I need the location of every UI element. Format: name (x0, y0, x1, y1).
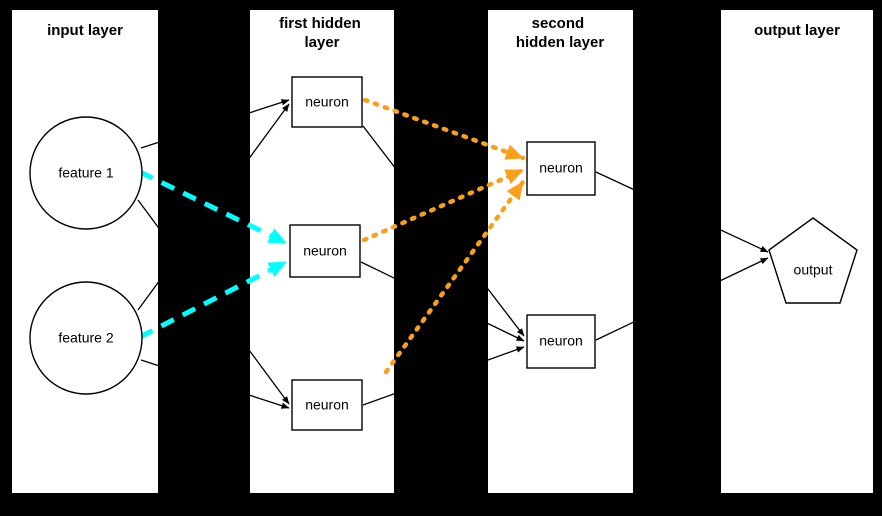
title-second-hidden-layer-line2: hidden layer (516, 34, 605, 51)
hidden1-neuron-bottom-label: neuron (305, 397, 349, 413)
title-first-hidden-layer-line2: layer (304, 34, 339, 51)
edge-highlight-feature2-to-hidden1-middle (138, 259, 288, 340)
edge-highlight-hidden1-middle-to-hidden2-top (361, 167, 526, 243)
edge-hidden1-middle-to-hidden2-bottom (360, 261, 525, 342)
edge-hidden1-bottom-to-hidden2-bottom (362, 346, 525, 406)
title-first-hidden-layer: first hidden layer (279, 15, 365, 51)
node-feature-2[interactable]: feature 2 (29, 281, 143, 395)
output-label: output (794, 262, 833, 278)
hidden2-neuron-bottom-box[interactable] (526, 314, 596, 369)
title-first-hidden-layer-line1: first hidden (279, 15, 361, 32)
node-hidden1-neuron-top[interactable]: neuron (291, 76, 363, 128)
output-pentagon[interactable] (768, 217, 858, 304)
panel-input-layer (12, 10, 158, 493)
plain-edges (137, 99, 769, 409)
feature-2-circle[interactable] (29, 281, 143, 395)
hidden1-neuron-top-label: neuron (305, 94, 349, 110)
node-hidden1-neuron-middle[interactable]: neuron (289, 224, 361, 278)
edge-feature2-to-hidden1-bottom (140, 359, 290, 409)
orange-highlight-edges (361, 97, 526, 375)
feature-2-label: feature 2 (58, 330, 113, 346)
feature-1-label: feature 1 (58, 165, 113, 181)
layer-panels (12, 10, 873, 493)
cyan-highlight-edges (138, 169, 288, 340)
node-output[interactable]: output (768, 217, 858, 304)
edge-highlight-feature1-to-hidden1-middle (138, 169, 288, 246)
edge-highlight-hidden1-top-to-hidden2-top (362, 97, 526, 161)
edge-highlight-hidden1-bottom-to-hidden2-top (383, 179, 526, 375)
title-input-layer: input layer (47, 22, 123, 39)
edge-hidden2-bottom-to-output (595, 257, 769, 341)
title-second-hidden-layer: second hidden layer (516, 15, 605, 51)
edge-feature1-to-hidden1-top (140, 99, 290, 149)
node-hidden2-neuron-bottom[interactable]: neuron (526, 314, 596, 369)
hidden1-neuron-top-box[interactable] (291, 76, 363, 128)
node-feature-1[interactable]: feature 1 (29, 116, 143, 230)
hidden1-neuron-middle-box[interactable] (289, 224, 361, 278)
hidden2-neuron-top-box[interactable] (526, 141, 596, 196)
title-output-layer: output layer (754, 22, 840, 39)
node-hidden2-neuron-top[interactable]: neuron (526, 141, 596, 196)
panel-second-hidden-layer (488, 10, 633, 493)
edge-hidden2-top-to-output (595, 171, 769, 253)
edge-hidden1-top-to-hidden2-bottom (362, 125, 525, 337)
hidden1-neuron-middle-label: neuron (303, 243, 347, 259)
hidden2-neuron-top-label: neuron (539, 160, 583, 176)
feature-1-circle[interactable] (29, 116, 143, 230)
node-hidden1-neuron-bottom[interactable]: neuron (291, 379, 363, 431)
title-second-hidden-layer-line1: second (532, 15, 585, 32)
hidden1-neuron-bottom-box[interactable] (291, 379, 363, 431)
hidden2-neuron-bottom-label: neuron (539, 333, 583, 349)
